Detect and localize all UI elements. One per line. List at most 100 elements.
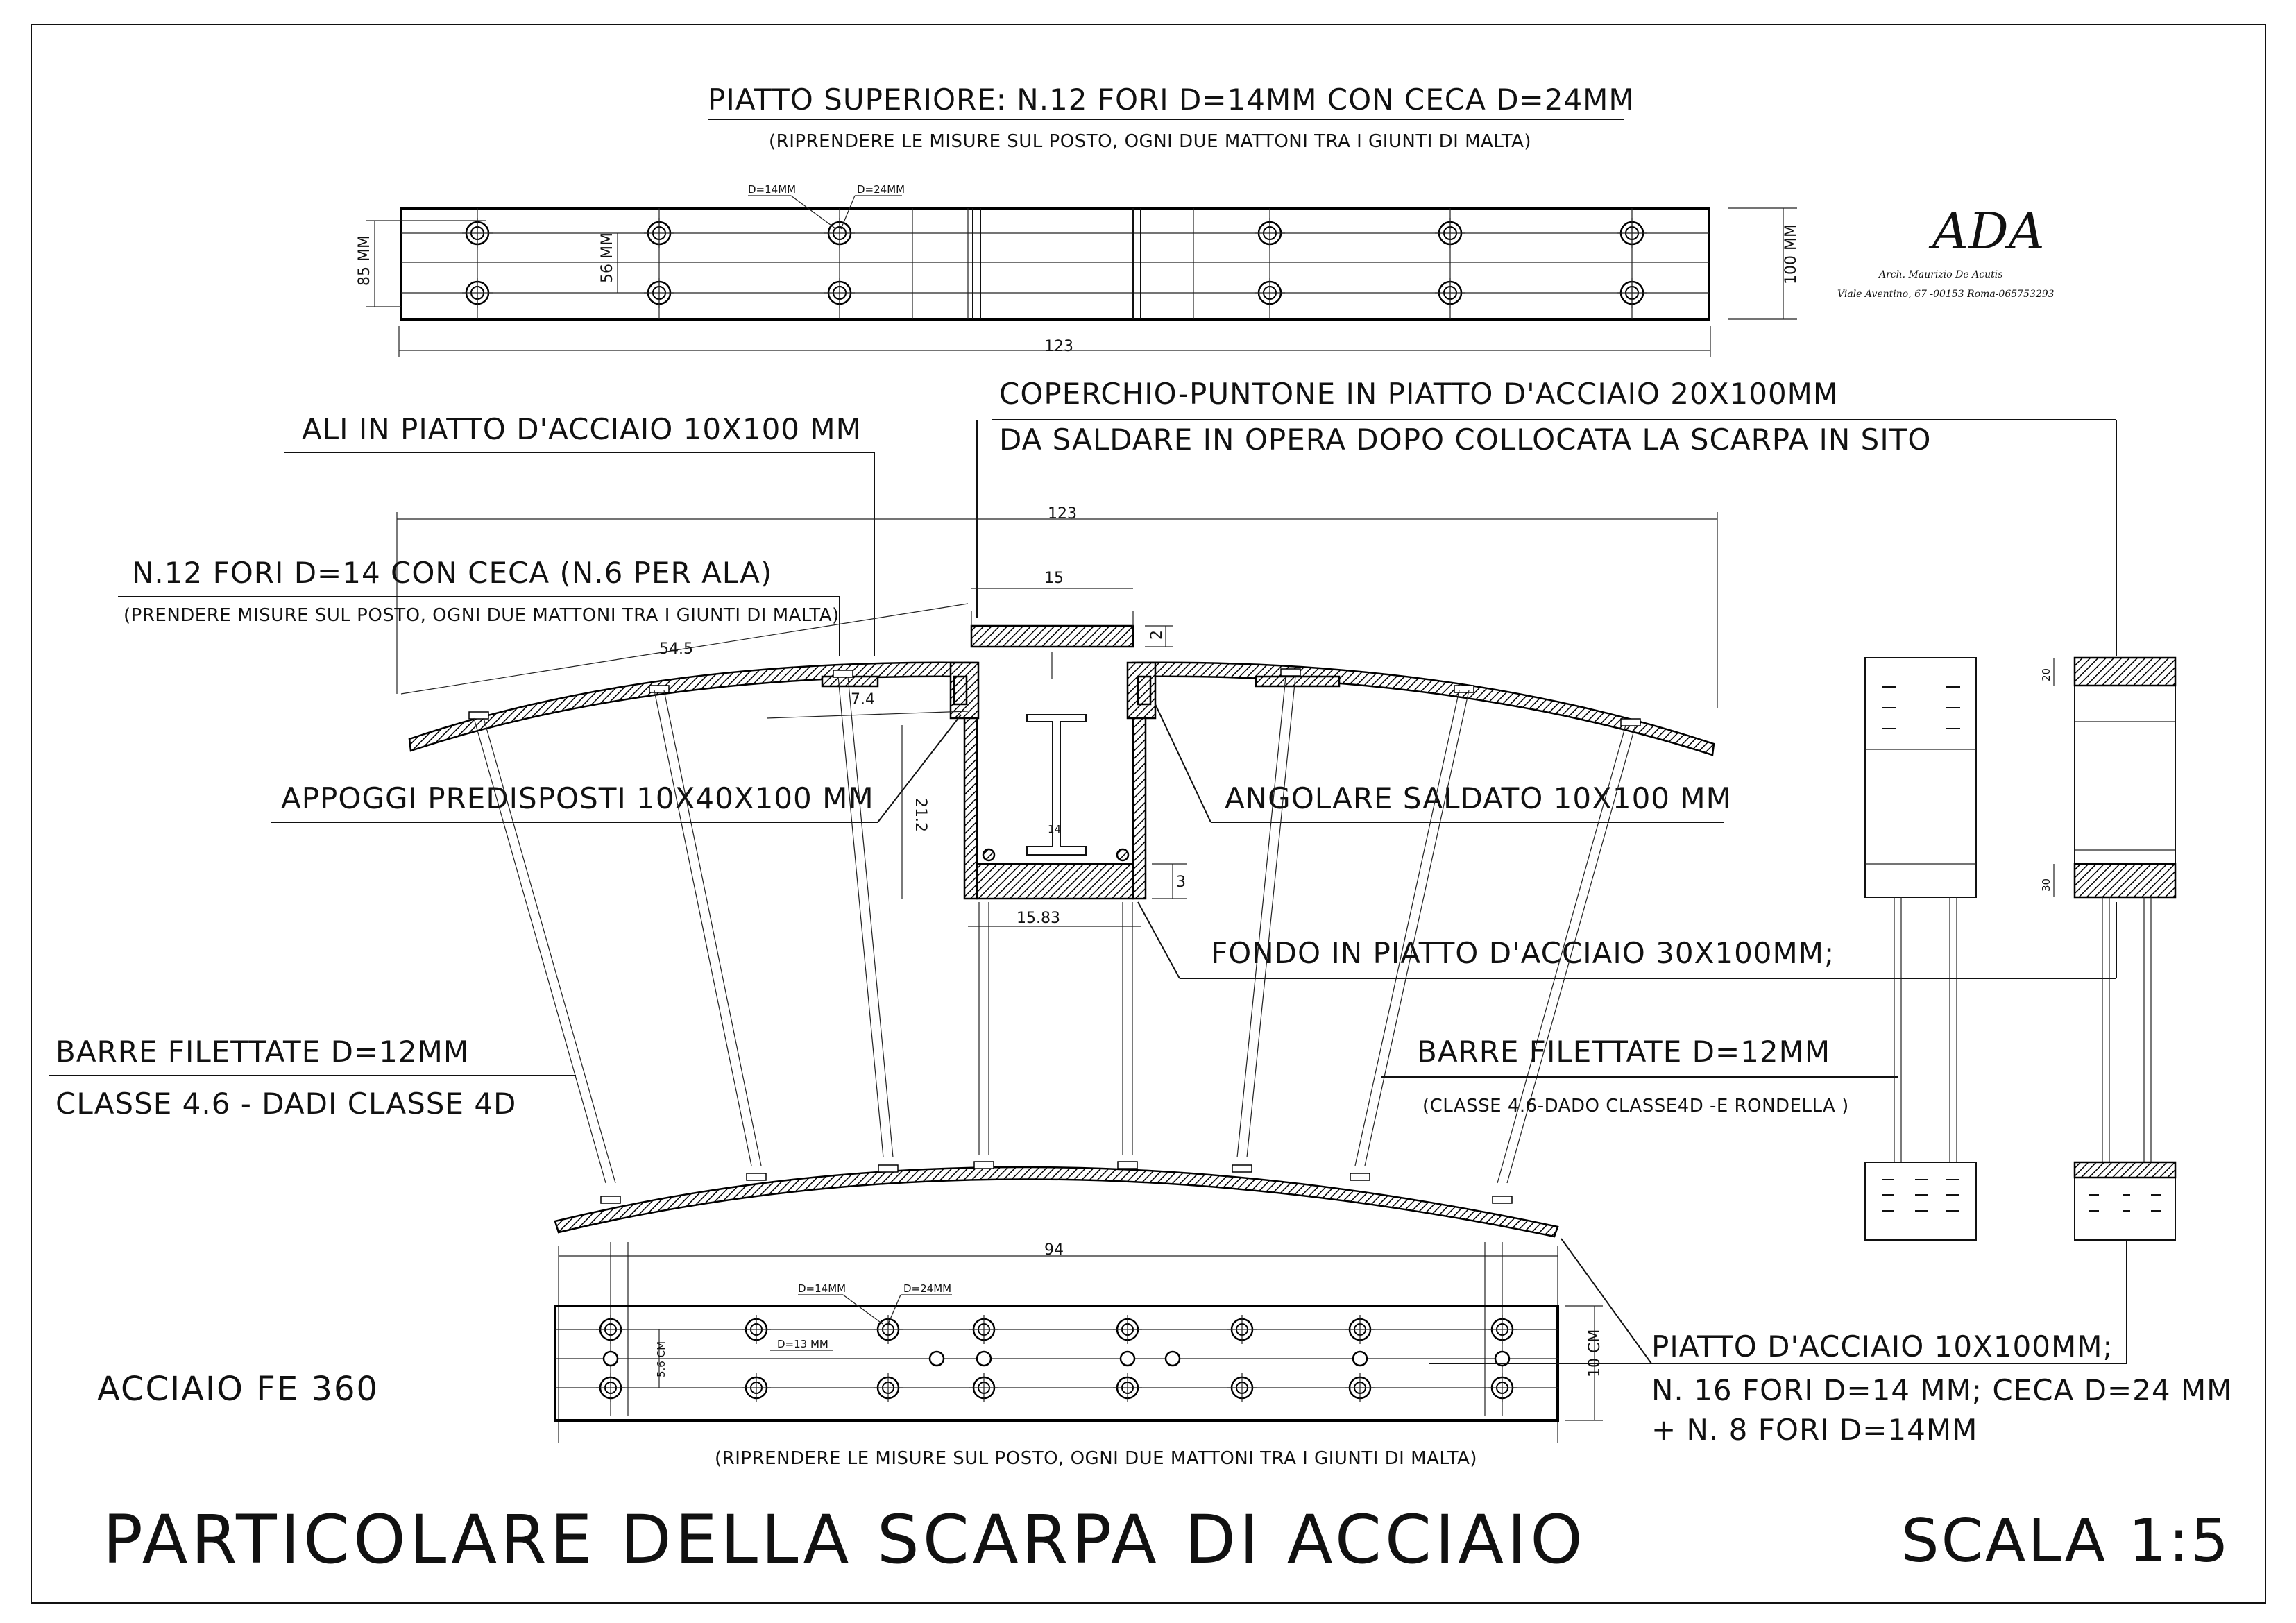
box-shoe [949, 661, 1157, 900]
author-logo: ADA [1928, 202, 2045, 260]
web-dim: 14 [1048, 823, 1061, 835]
bottom-plate-hole [1488, 1315, 1517, 1344]
coverplate-label-2: DA SALDARE IN OPERA DOPO COLLOCATA LA SC… [999, 423, 1931, 457]
bottom-plate-hole [1345, 1315, 1375, 1344]
wing-slot [833, 670, 853, 678]
small-hole [1494, 1350, 1511, 1367]
plate-label-3: + N. 8 FORI D=14MM [1651, 1413, 1978, 1447]
bottom-plate-hole [1345, 1373, 1375, 1402]
cap-width-dim: 15 [1044, 570, 1064, 587]
threaded-bar [1354, 690, 1470, 1166]
author-name: Arch. Maurizio De Acutis [1878, 269, 2002, 280]
side-top-dim: 20 [2040, 668, 2052, 681]
bottom-plate-hole [1488, 1373, 1517, 1402]
top-length-dim: 123 [1044, 338, 1073, 355]
wing-slot [1454, 685, 1474, 693]
section-length-dim: 123 [1048, 505, 1077, 522]
bars-left-label-1: BARRE FILETTATE D=12MM [56, 1035, 469, 1069]
drawing-title: PARTICOLARE DELLA SCARPA DI ACCIAIO [103, 1501, 1586, 1579]
side-bottom-dim: 30 [2040, 878, 2052, 892]
top-plate-note: (RIPRENDERE LE MISURE SUL POSTO, OGNI DU… [769, 131, 1531, 152]
drawing-scale: SCALA 1:5 [1901, 1506, 2231, 1576]
author-stamp: ADA Arch. Maurizio De Acutis Viale Avent… [1837, 202, 2055, 300]
top-plate [400, 207, 1710, 321]
bottom-plan-note: (RIPRENDERE LE MISURE SUL POSTO, OGNI DU… [715, 1448, 1477, 1469]
top-plate-view: PIATTO SUPERIORE: N.12 FORI D=14MM CON C… [356, 83, 1800, 357]
bottom-plate-hole [742, 1373, 771, 1402]
wing-offset-dim: 7.4 [851, 691, 875, 708]
plate-callout: PIATTO D'ACCIAIO 10X100MM; N. 16 FORI D=… [1429, 1238, 2232, 1447]
bars-right-label-1: BARRE FILETTATE D=12MM [1417, 1035, 1830, 1069]
small-hole [928, 1350, 945, 1367]
bars-left-label-2: CLASSE 4.6 - DADI CLASSE 4D [56, 1087, 516, 1121]
small-hole [976, 1350, 992, 1367]
coverplate-label-1: COPERCHIO-PUNTONE IN PIATTO D'ACCIAIO 20… [999, 377, 1839, 411]
wing-slot [649, 685, 670, 693]
arch-slot [1350, 1173, 1370, 1181]
box-width-dim: 15.83 [1017, 910, 1060, 927]
threaded-bar [837, 676, 894, 1158]
bottom-plate-hole [1227, 1315, 1257, 1344]
wings-label: ALI IN PIATTO D'ACCIAIO 10X100 MM [302, 412, 862, 446]
bottom-plate-hole [1227, 1373, 1257, 1402]
bottom-length-dim: 94 [1044, 1241, 1064, 1259]
threaded-bar [473, 717, 616, 1184]
wing-slot [468, 711, 489, 720]
arch-slot [600, 1196, 621, 1204]
threaded-bar [978, 902, 989, 1155]
small-hole [1164, 1350, 1181, 1367]
threaded-bars [473, 676, 1636, 1416]
threaded-bar [1497, 724, 1636, 1184]
low-hole-d14-callout: D=14MM [798, 1282, 846, 1295]
top-total-width-dim: 100 MM [1783, 224, 1800, 284]
hole-d24-callout: D=24MM [857, 183, 905, 196]
lower-arch-plate [554, 1166, 1559, 1238]
top-gap-dim: 56 MM [599, 232, 616, 283]
arch-slot [1492, 1196, 1513, 1204]
arch-slot [1232, 1164, 1252, 1173]
box-height-dim: 21.2 [912, 798, 929, 832]
cross-section: COPERCHIO-PUNTONE IN PIATTO D'ACCIAIO 20… [118, 377, 2117, 979]
top-plate-label: PIATTO SUPERIORE: N.12 FORI D=14MM CON C… [708, 83, 1635, 117]
arch-slot [746, 1173, 767, 1181]
bottom-thickness-dim: 3 [1176, 874, 1186, 891]
low-width-dim: 10 CM [1586, 1329, 1604, 1377]
side-view-right: 20 30 [2040, 656, 2177, 1241]
right-wing [1137, 661, 1715, 756]
hole-d14-callout: D=14MM [748, 183, 796, 196]
low-gap-dim: 5.6 CM [655, 1341, 667, 1377]
cap-thickness-dim: 2 [1148, 630, 1166, 640]
supports-label: APPOGGI PREDISPOSTI 10X40X100 MM [281, 781, 874, 815]
bottom-plan-plate [554, 1305, 1559, 1422]
threaded-bar [654, 690, 762, 1166]
bottom-plate-hole [1113, 1373, 1142, 1402]
arch-slot [973, 1161, 994, 1169]
arc-length-dim: 54.5 [659, 640, 693, 658]
left-wing [408, 661, 969, 752]
threaded-bar [1236, 676, 1296, 1158]
bars-right-label-2: (CLASSE 4.6-DADO CLASSE4D -E RONDELLA ) [1422, 1096, 1849, 1116]
bottom-plate-hole [1113, 1315, 1142, 1344]
bottom-plate-view: 94 D=14MM D=24MM D=13 MM 5.6 CM 10 CM (R… [554, 1241, 1604, 1469]
steel-grade: ACCIAIO FE 360 [97, 1370, 379, 1409]
bottom-plate-hole [969, 1315, 998, 1344]
bottom-plate-hole [596, 1315, 625, 1344]
holes-label: N.12 FORI D=14 CON CECA (N.6 PER ALA) [132, 556, 772, 590]
low-hole-d24-callout: D=24MM [903, 1282, 951, 1295]
threaded-bar [1122, 902, 1133, 1155]
plate-label-1: PIATTO D'ACCIAIO 10X100MM; [1651, 1329, 2114, 1363]
top-width-dim: 85 MM [356, 235, 373, 286]
plate-label-2: N. 16 FORI D=14 MM; CECA D=24 MM [1651, 1373, 2232, 1407]
i-beam [1026, 714, 1087, 856]
sheet-border [31, 24, 2266, 1604]
bottom-plate-hole [742, 1315, 771, 1344]
wing-slot [1280, 668, 1301, 677]
arch-slot [1117, 1161, 1138, 1169]
coverplate [970, 624, 1134, 648]
bottom-plate-hole [874, 1373, 903, 1402]
author-address: Viale Aventino, 67 -00153 Roma-065753293 [1837, 289, 2055, 300]
small-hole [602, 1350, 619, 1367]
low-hole-d13-callout: D=13 MM [777, 1338, 828, 1350]
small-hole [1119, 1350, 1136, 1367]
